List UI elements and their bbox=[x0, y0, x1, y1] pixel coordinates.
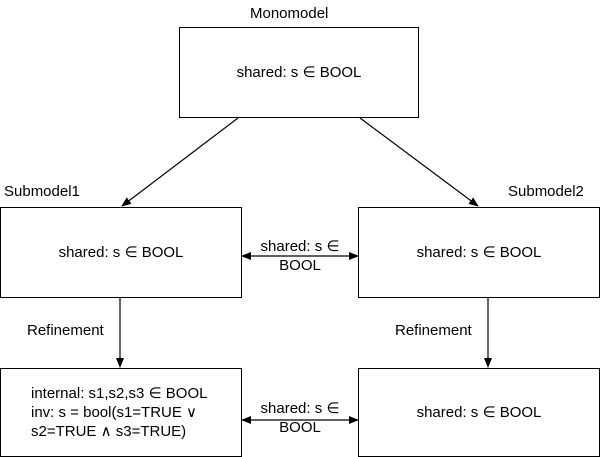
shared-bottom-line1: shared: s ∈ bbox=[260, 400, 340, 417]
refined-submodel2-box: shared: s ∈ BOOL bbox=[358, 368, 600, 457]
refined1-internal-line: internal: s1,s2,s3 ∈ BOOL bbox=[31, 385, 208, 402]
submodel2-box: shared: s ∈ BOOL bbox=[358, 207, 600, 298]
monomodel-box: shared: s ∈ BOOL bbox=[179, 27, 419, 118]
monomodel-text: shared: s ∈ BOOL bbox=[236, 63, 362, 81]
monomodel-title: Monomodel bbox=[250, 5, 329, 22]
shared-top-line1: shared: s ∈ bbox=[260, 238, 340, 255]
submodel2-text: shared: s ∈ BOOL bbox=[416, 243, 542, 261]
refinement-left-label: Refinement bbox=[27, 322, 104, 339]
shared-bottom-label: shared: s ∈ BOOL bbox=[245, 399, 355, 437]
shared-top-line2: BOOL bbox=[279, 257, 321, 274]
refined1-invariant-line1: inv: s = bool(s1=TRUE ∨ bbox=[31, 404, 198, 421]
refinement-right-label: Refinement bbox=[395, 322, 472, 339]
arrow-monomodel-to-submodel2 bbox=[359, 117, 479, 207]
refined-submodel1-box: internal: s1,s2,s3 ∈ BOOL inv: s = bool(… bbox=[0, 368, 242, 457]
shared-bottom-line2: BOOL bbox=[279, 419, 321, 436]
submodel1-box: shared: s ∈ BOOL bbox=[0, 207, 242, 298]
submodel1-title: Submodel1 bbox=[4, 183, 80, 200]
shared-top-label: shared: s ∈ BOOL bbox=[245, 237, 355, 275]
arrow-monomodel-to-submodel1 bbox=[121, 117, 239, 207]
refined1-invariant-line2: s2=TRUE ∧ s3=TRUE) bbox=[31, 423, 187, 440]
refined2-text: shared: s ∈ BOOL bbox=[416, 403, 542, 421]
submodel2-title: Submodel2 bbox=[508, 183, 584, 200]
submodel1-text: shared: s ∈ BOOL bbox=[58, 243, 184, 261]
